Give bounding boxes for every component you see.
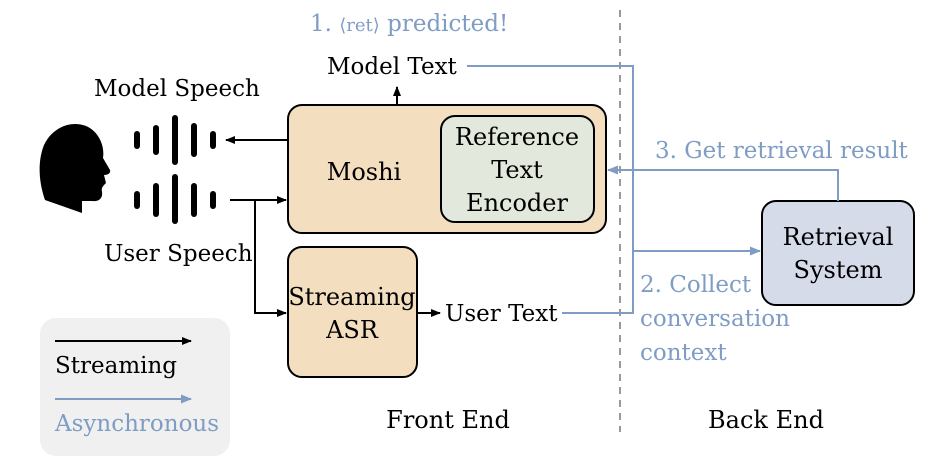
encoder-label-line3: Encoder bbox=[466, 189, 568, 217]
encoder-label-line1: Reference bbox=[455, 123, 579, 151]
legend-streaming-label: Streaming bbox=[55, 353, 177, 379]
retrieval-label-line2: System bbox=[794, 256, 883, 284]
reference-text-encoder-box bbox=[440, 115, 595, 223]
legend-box bbox=[40, 318, 230, 456]
streaming-asr-box bbox=[287, 246, 418, 378]
model-text-to-retrieval-arrow bbox=[467, 65, 761, 256]
back-end-label: Back End bbox=[708, 406, 824, 434]
step2-label-line3: context bbox=[640, 340, 727, 366]
model-speech-wave-icon bbox=[134, 115, 216, 165]
encoder-label-line2: Text bbox=[491, 156, 543, 184]
step1-label: 1. ⟨ret⟩ predicted! bbox=[310, 11, 508, 37]
front-end-label: Front End bbox=[386, 406, 510, 434]
user-speech-wave-icon bbox=[134, 174, 216, 224]
legend-async-label: Asynchronous bbox=[54, 411, 219, 437]
model-speech-label: Model Speech bbox=[94, 76, 260, 102]
asr-label-line2: ASR bbox=[325, 316, 379, 344]
retrieval-system-box bbox=[761, 200, 915, 306]
asr-label-line1: Streaming bbox=[288, 283, 415, 311]
user-text-to-retrieval-line bbox=[562, 251, 634, 314]
step2-label-line2: conversation bbox=[640, 306, 790, 332]
step2-label-line1: 2. Collect bbox=[640, 272, 752, 298]
moshi-label: Moshi bbox=[327, 158, 402, 186]
retrieval-to-moshi-arrow bbox=[607, 165, 839, 201]
user-speech-to-asr-arrow bbox=[254, 200, 287, 317]
user-text-label: User Text bbox=[445, 301, 558, 327]
user-speech-label: User Speech bbox=[104, 241, 253, 267]
person-head-icon bbox=[39, 124, 111, 213]
model-text-label: Model Text bbox=[327, 54, 458, 80]
retrieval-label-line1: Retrieval bbox=[783, 223, 894, 251]
step3-label: 3. Get retrieval result bbox=[655, 138, 909, 164]
